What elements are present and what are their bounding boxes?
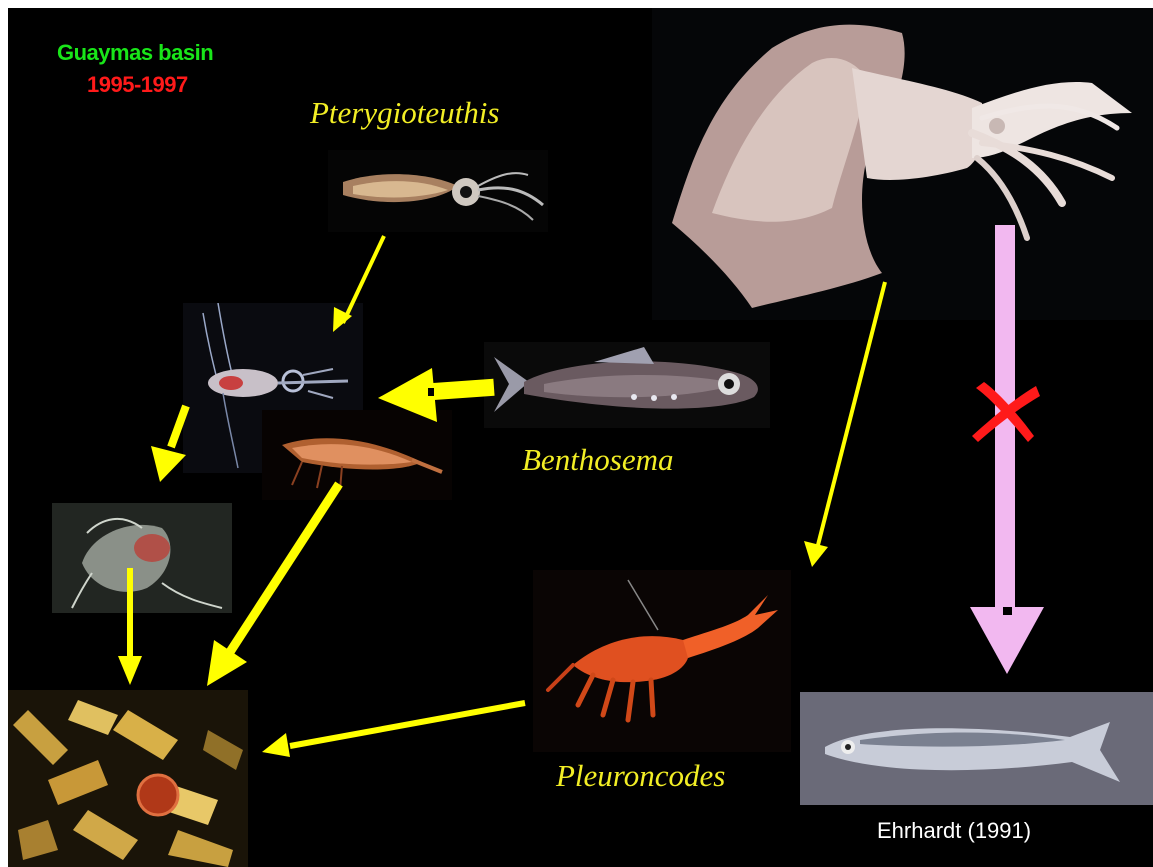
pleuroncodes-photo	[533, 570, 791, 752]
sardine-photo	[800, 692, 1153, 805]
large-squid-photo	[652, 8, 1153, 320]
citation-label: Ehrhardt (1991)	[877, 818, 1031, 844]
benthosema-label: Benthosema	[522, 442, 674, 478]
years-label: 1995-1997	[87, 72, 188, 98]
location-label: Guaymas basin	[57, 40, 213, 66]
pleuroncodes-label: Pleuroncodes	[556, 758, 725, 794]
pterygioteuthis-photo	[328, 150, 548, 232]
benthosema-photo	[484, 342, 770, 428]
pterygioteuthis-label: Pterygioteuthis	[310, 95, 499, 131]
phytoplankton-photo	[8, 690, 248, 867]
ostracod-photo	[52, 503, 232, 613]
krill-photo	[262, 410, 452, 500]
